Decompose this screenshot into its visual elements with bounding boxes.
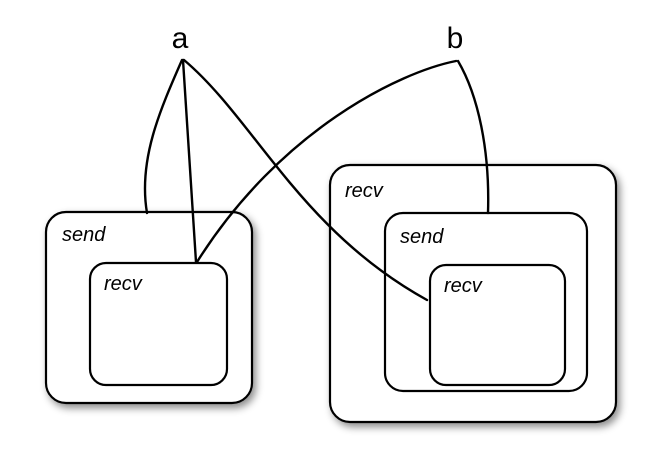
state-box-left-inner-recv[interactable] bbox=[88, 261, 229, 387]
edge-a-to-right-inner-recv[interactable] bbox=[182, 58, 429, 302]
edge-a-to-left-send[interactable] bbox=[143, 58, 184, 215]
right-group: recv send recv bbox=[328, 163, 618, 424]
box-label-left-outer: send bbox=[62, 224, 106, 246]
edge-layer bbox=[143, 58, 490, 302]
edge-b-to-right-send[interactable] bbox=[456, 59, 490, 215]
edge-a-to-left-recv[interactable] bbox=[181, 58, 198, 264]
node-layer: a b bbox=[172, 22, 464, 55]
state-box-right-inner-recv[interactable] bbox=[428, 263, 567, 387]
box-label-right-outer: recv bbox=[345, 180, 384, 202]
left-group: send recv bbox=[44, 210, 254, 405]
box-label-right-inner: recv bbox=[444, 275, 483, 297]
box-label-left-inner: recv bbox=[104, 273, 143, 295]
edge-b-to-left-recv[interactable] bbox=[195, 59, 458, 264]
node-label-a[interactable]: a bbox=[172, 22, 189, 55]
box-label-right-middle: send bbox=[400, 226, 444, 248]
node-label-b[interactable]: b bbox=[447, 22, 464, 55]
